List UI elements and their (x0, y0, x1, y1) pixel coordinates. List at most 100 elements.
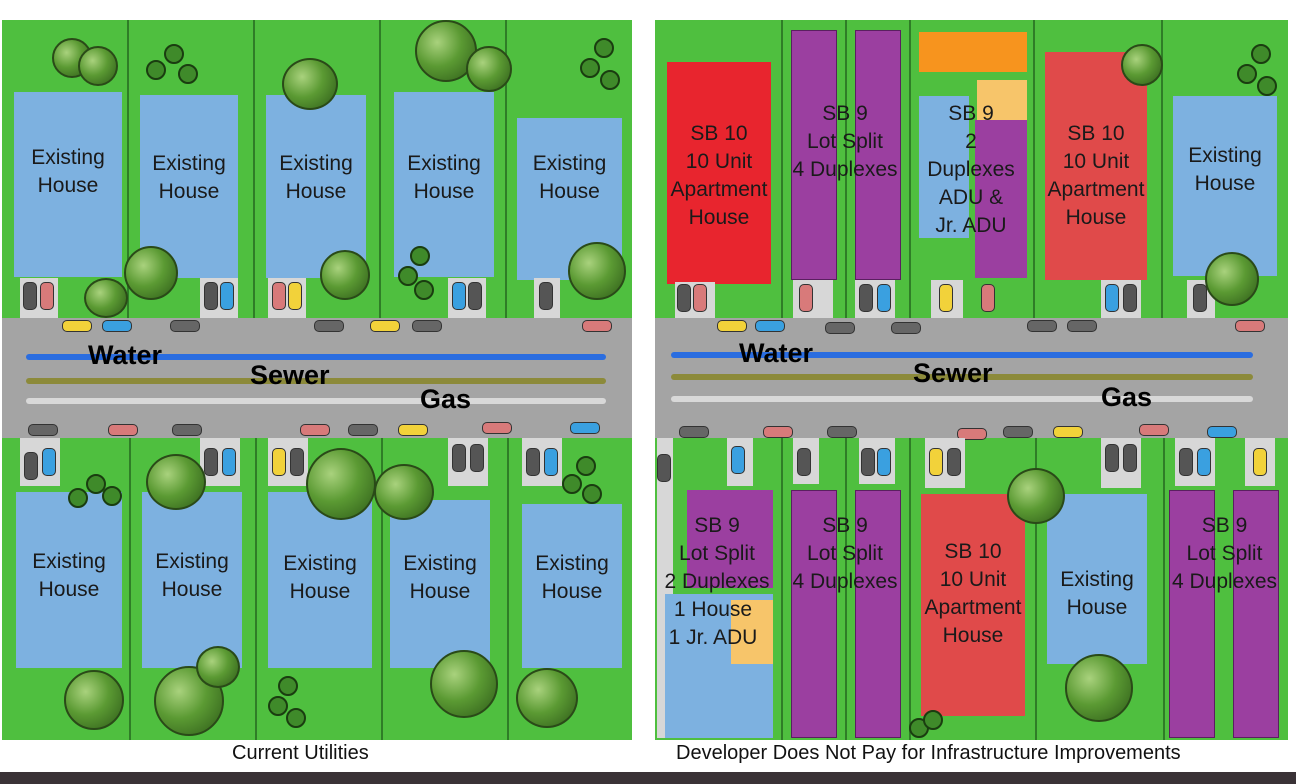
existing-house (266, 95, 366, 278)
car-icon (300, 424, 330, 436)
car-icon (861, 448, 875, 476)
car-icon (170, 320, 200, 332)
sewer-line (26, 378, 606, 384)
car-icon (981, 284, 995, 312)
car-icon (693, 284, 707, 312)
existing-house (268, 492, 372, 668)
car-icon (398, 424, 428, 436)
water-label: Water (88, 340, 163, 370)
car-icon (526, 448, 540, 476)
bush-icon (580, 38, 622, 92)
water-line (671, 352, 1253, 358)
car-icon (1139, 424, 1169, 436)
car-icon (877, 284, 891, 312)
car-icon (1003, 426, 1033, 438)
tree-icon (124, 246, 178, 300)
car-icon (877, 448, 891, 476)
lot-line (845, 20, 847, 318)
street: Water Sewer Gas (2, 318, 632, 438)
tree-icon (306, 448, 376, 520)
lot-line (507, 438, 509, 740)
car-icon (290, 448, 304, 476)
existing-house (1173, 96, 1277, 276)
lot-line (781, 438, 783, 740)
lot-line (127, 20, 129, 318)
sb10-apartment-building (921, 494, 1025, 716)
gas-label: Gas (420, 384, 472, 414)
existing-house (14, 92, 122, 277)
existing-house (142, 492, 242, 668)
car-icon (370, 320, 400, 332)
car-icon (539, 282, 553, 310)
existing-house (16, 492, 122, 668)
gas-line (26, 398, 606, 404)
existing-house (390, 500, 490, 668)
bush-icon (562, 456, 606, 504)
tree-icon (282, 58, 338, 110)
car-icon (679, 426, 709, 438)
tree-icon (320, 250, 370, 300)
lot-line (381, 438, 383, 740)
car-icon (1067, 320, 1097, 332)
car-icon (1235, 320, 1265, 332)
car-icon (939, 284, 953, 312)
duplex-blue (919, 96, 969, 238)
existing-house (1047, 494, 1147, 664)
gas-label: Gas (1101, 382, 1153, 412)
tree-icon (466, 46, 512, 92)
car-icon (204, 448, 218, 476)
water-line (26, 354, 606, 360)
car-icon (825, 322, 855, 334)
tree-icon (84, 278, 128, 318)
bush-icon (68, 472, 122, 512)
tree-icon (1121, 44, 1163, 86)
car-icon (799, 284, 813, 312)
sb9-duplex (1233, 490, 1279, 738)
car-icon (23, 282, 37, 310)
gas-line (671, 396, 1253, 402)
existing-house (522, 504, 622, 668)
car-icon (24, 452, 38, 480)
car-icon (657, 454, 671, 482)
sb9-duplex (1169, 490, 1215, 738)
car-icon (222, 448, 236, 476)
car-icon (108, 424, 138, 436)
car-icon (717, 320, 747, 332)
lot-line (909, 438, 911, 740)
car-icon (40, 282, 54, 310)
left-panel-caption: Current Utilities (232, 742, 369, 764)
lot-line (1033, 20, 1035, 318)
lot-line (845, 438, 847, 740)
car-icon (412, 320, 442, 332)
car-icon (891, 322, 921, 334)
car-icon (677, 284, 691, 312)
car-icon (62, 320, 92, 332)
car-icon (1253, 448, 1267, 476)
sb9-duplex (791, 490, 837, 738)
car-icon (1105, 444, 1119, 472)
sewer-line (671, 374, 1253, 380)
car-icon (1027, 320, 1057, 332)
duplex-purple (975, 120, 1027, 278)
tree-icon (78, 46, 118, 86)
car-icon (348, 424, 378, 436)
sb10-apartment-building (1045, 52, 1147, 280)
sb9-duplex (855, 30, 901, 280)
street: Water Sewer Gas (655, 318, 1288, 440)
bush-icon (1237, 44, 1279, 98)
car-icon (42, 448, 56, 476)
car-icon (452, 282, 466, 310)
